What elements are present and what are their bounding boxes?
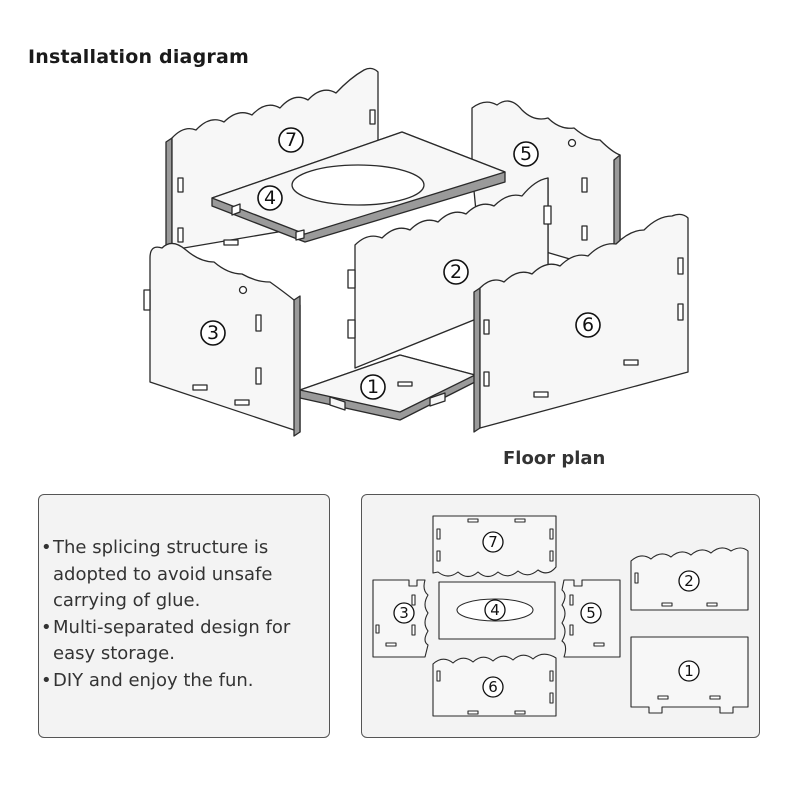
notes-panel: • The splicing structure is adopted to a… xyxy=(38,494,330,738)
panel-3 xyxy=(143,242,301,437)
flat-label-6: 6 xyxy=(488,678,498,696)
page-title: Installation diagram xyxy=(28,46,249,68)
panel-4 xyxy=(211,131,506,243)
bullet-icon: • xyxy=(41,616,52,638)
flat-panel-4 xyxy=(438,581,556,640)
bullet-icon: • xyxy=(41,537,52,558)
flat-label-1: 1 xyxy=(684,662,694,680)
part-label-6: 6 xyxy=(582,314,594,336)
part-label-5: 5 xyxy=(520,143,532,165)
flat-label-7: 7 xyxy=(488,533,498,551)
floor-plan-title: Floor plan xyxy=(503,448,606,469)
floor-plan-diagram: 7 4 3 5 6 2 1 xyxy=(372,515,749,717)
floor-plan-panel: 7 4 3 5 6 2 1 xyxy=(361,494,760,738)
note-item: • Multi-separated design for easy storag… xyxy=(39,615,329,668)
part-label-7: 7 xyxy=(285,129,297,151)
flat-label-4: 4 xyxy=(490,601,500,619)
part-label-3: 3 xyxy=(207,322,219,344)
installation-diagram: 7 4 5 2 3 6 1 xyxy=(143,67,689,437)
note-text: DIY and enjoy the fun. xyxy=(53,669,254,691)
part-label-4: 4 xyxy=(264,187,276,209)
flat-label-3: 3 xyxy=(399,604,409,622)
notes-list: • The splicing structure is adopted to a… xyxy=(39,535,329,694)
note-text: The splicing structure is adopted to avo… xyxy=(53,537,273,611)
note-item: • The splicing structure is adopted to a… xyxy=(39,535,329,615)
part-label-2: 2 xyxy=(450,261,462,283)
flat-label-2: 2 xyxy=(684,572,694,590)
part-label-1: 1 xyxy=(367,376,379,398)
bullet-icon: • xyxy=(41,669,52,691)
panel-1 xyxy=(299,354,476,421)
note-item: • DIY and enjoy the fun. xyxy=(39,668,329,695)
flat-label-5: 5 xyxy=(586,604,596,622)
note-text: Multi-separated design for easy storage. xyxy=(53,616,291,665)
